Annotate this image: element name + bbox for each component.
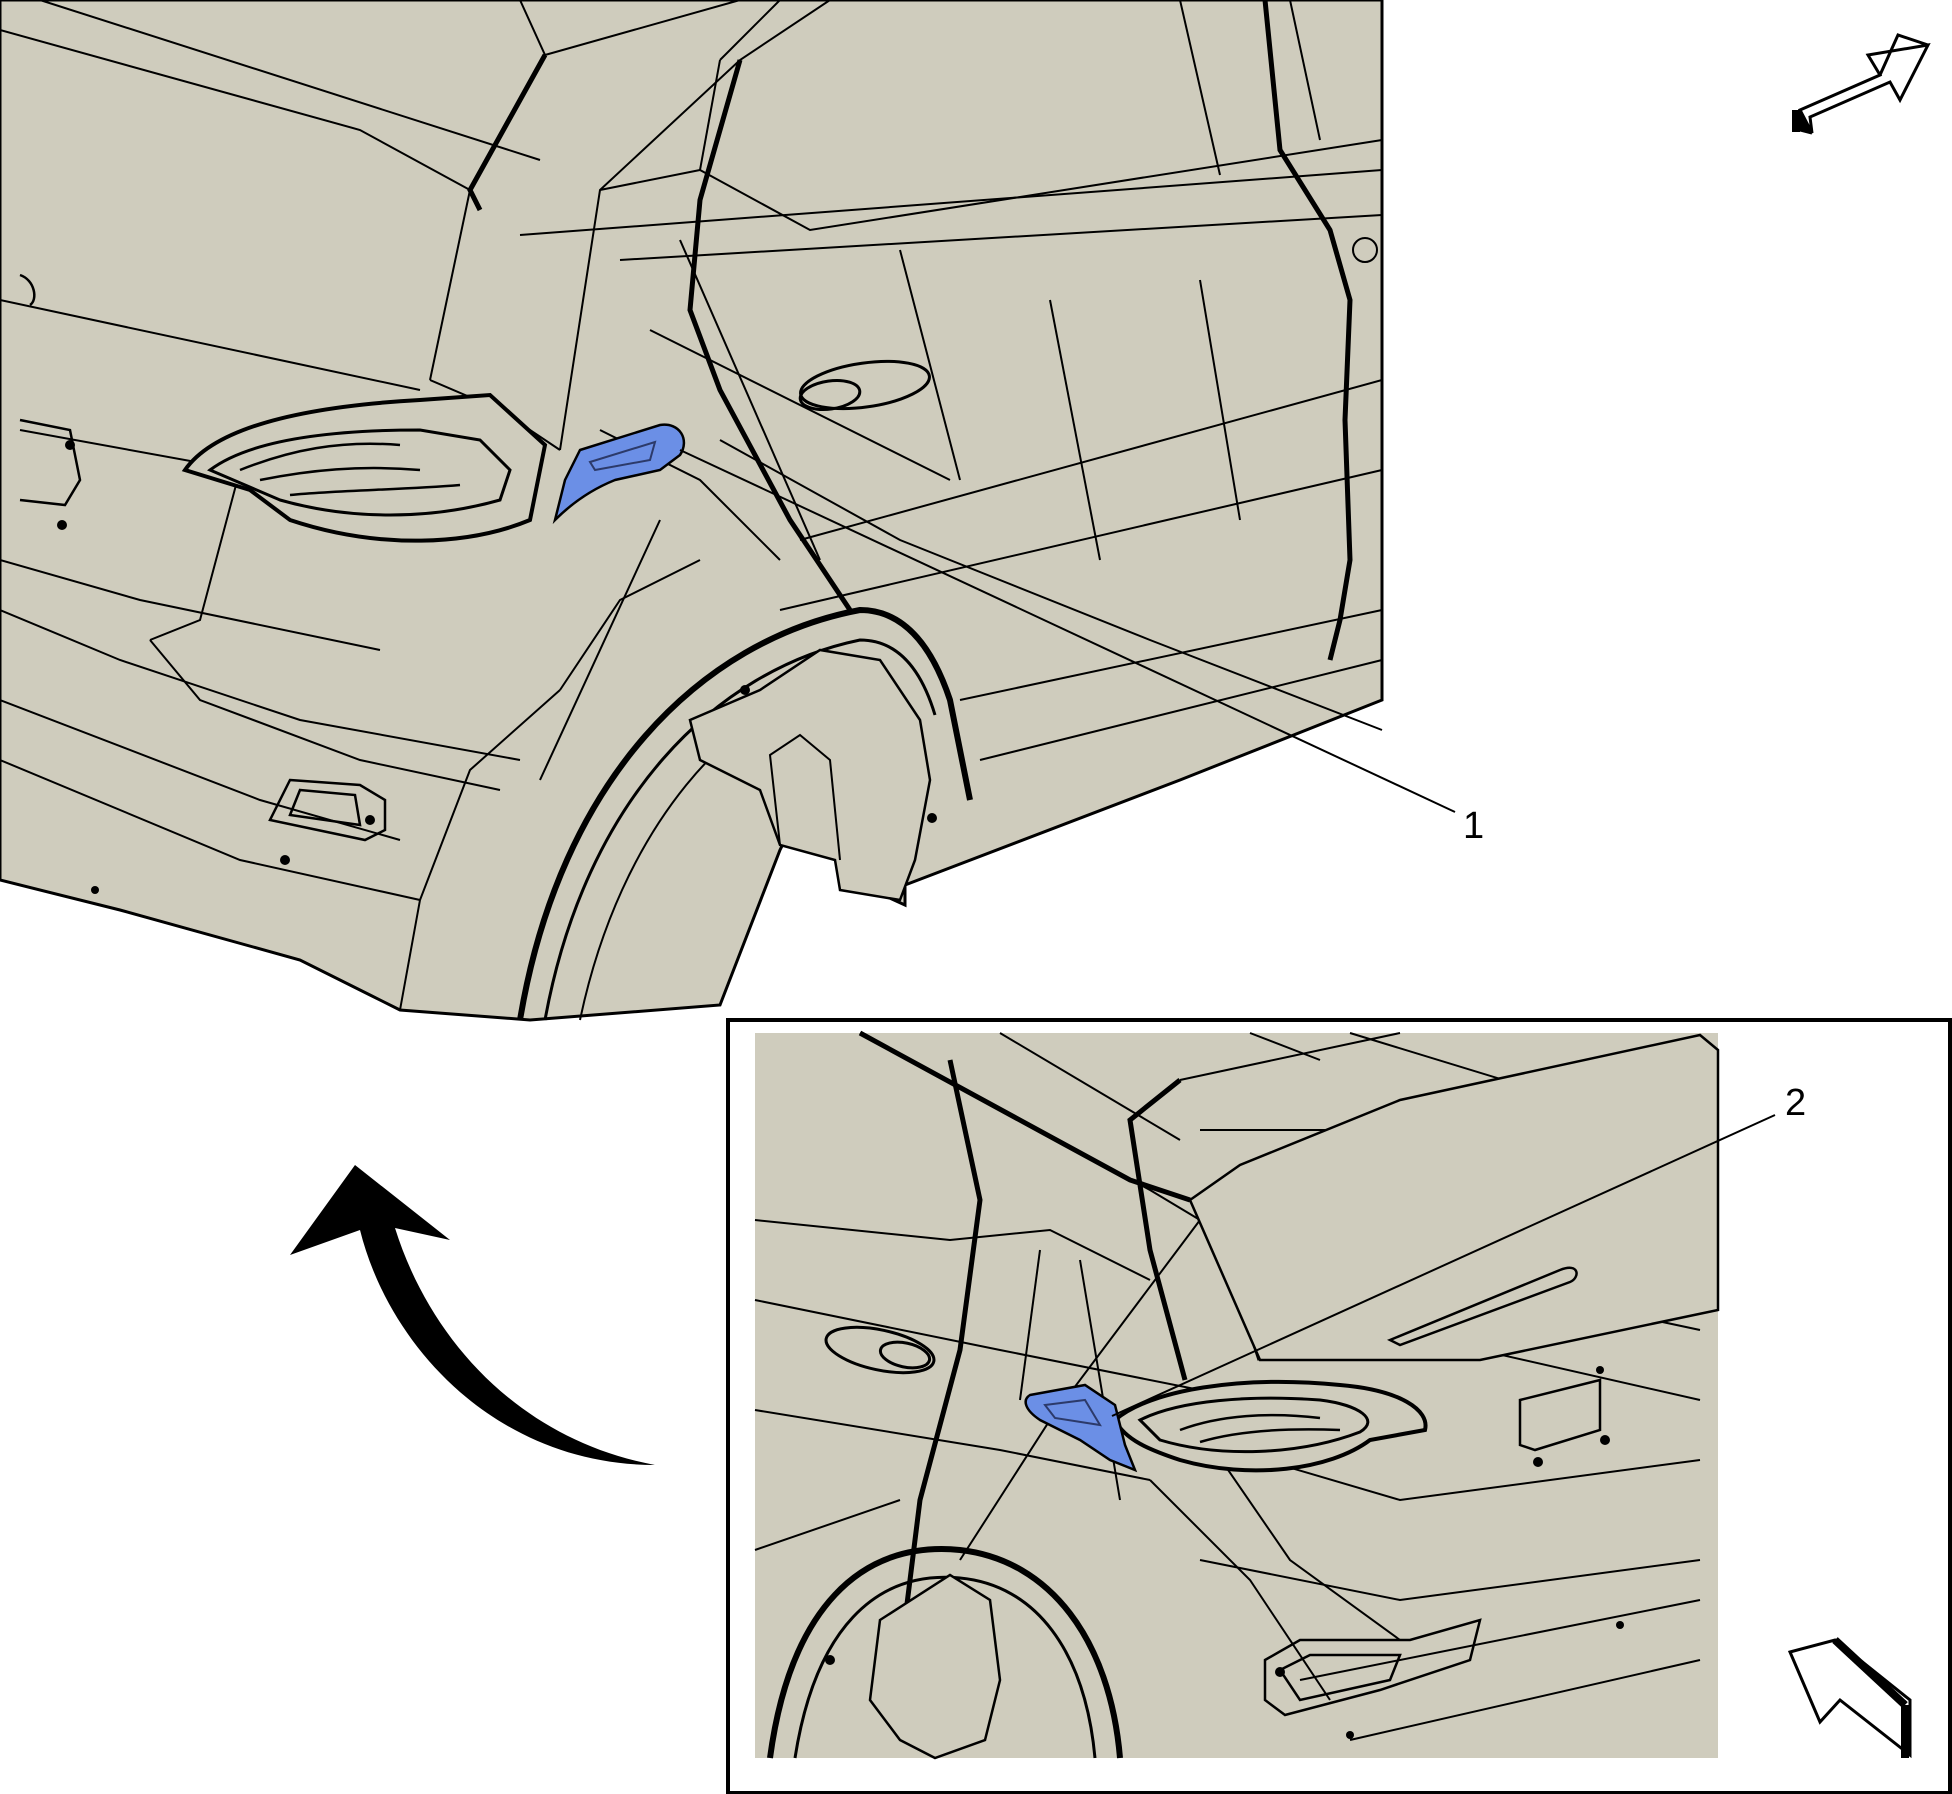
inset-vehicle-view: 2 <box>726 1018 1952 1794</box>
callout-1-label: 1 <box>1463 805 1484 847</box>
highlighted-component-2 <box>1024 1383 1138 1473</box>
leader-line-1 <box>679 449 1456 813</box>
view-direction-arrow-icon <box>1792 33 1931 135</box>
highlighted-component-1 <box>552 423 686 525</box>
callout-2-label: 2 <box>1785 1082 1806 1124</box>
main-vehicle-view: 1 <box>0 0 1484 1022</box>
inset-tail-lamp <box>1112 1379 1428 1473</box>
vehicle-body-fill <box>0 0 1384 1022</box>
view-direction-arrow-icon <box>1787 1637 1912 1759</box>
door-handle <box>798 359 931 411</box>
curved-rotate-arrow-icon <box>290 1165 655 1465</box>
tail-lamp <box>181 392 548 543</box>
leader-line-2 <box>1111 1114 1776 1417</box>
wheel-well-liner <box>688 648 937 902</box>
